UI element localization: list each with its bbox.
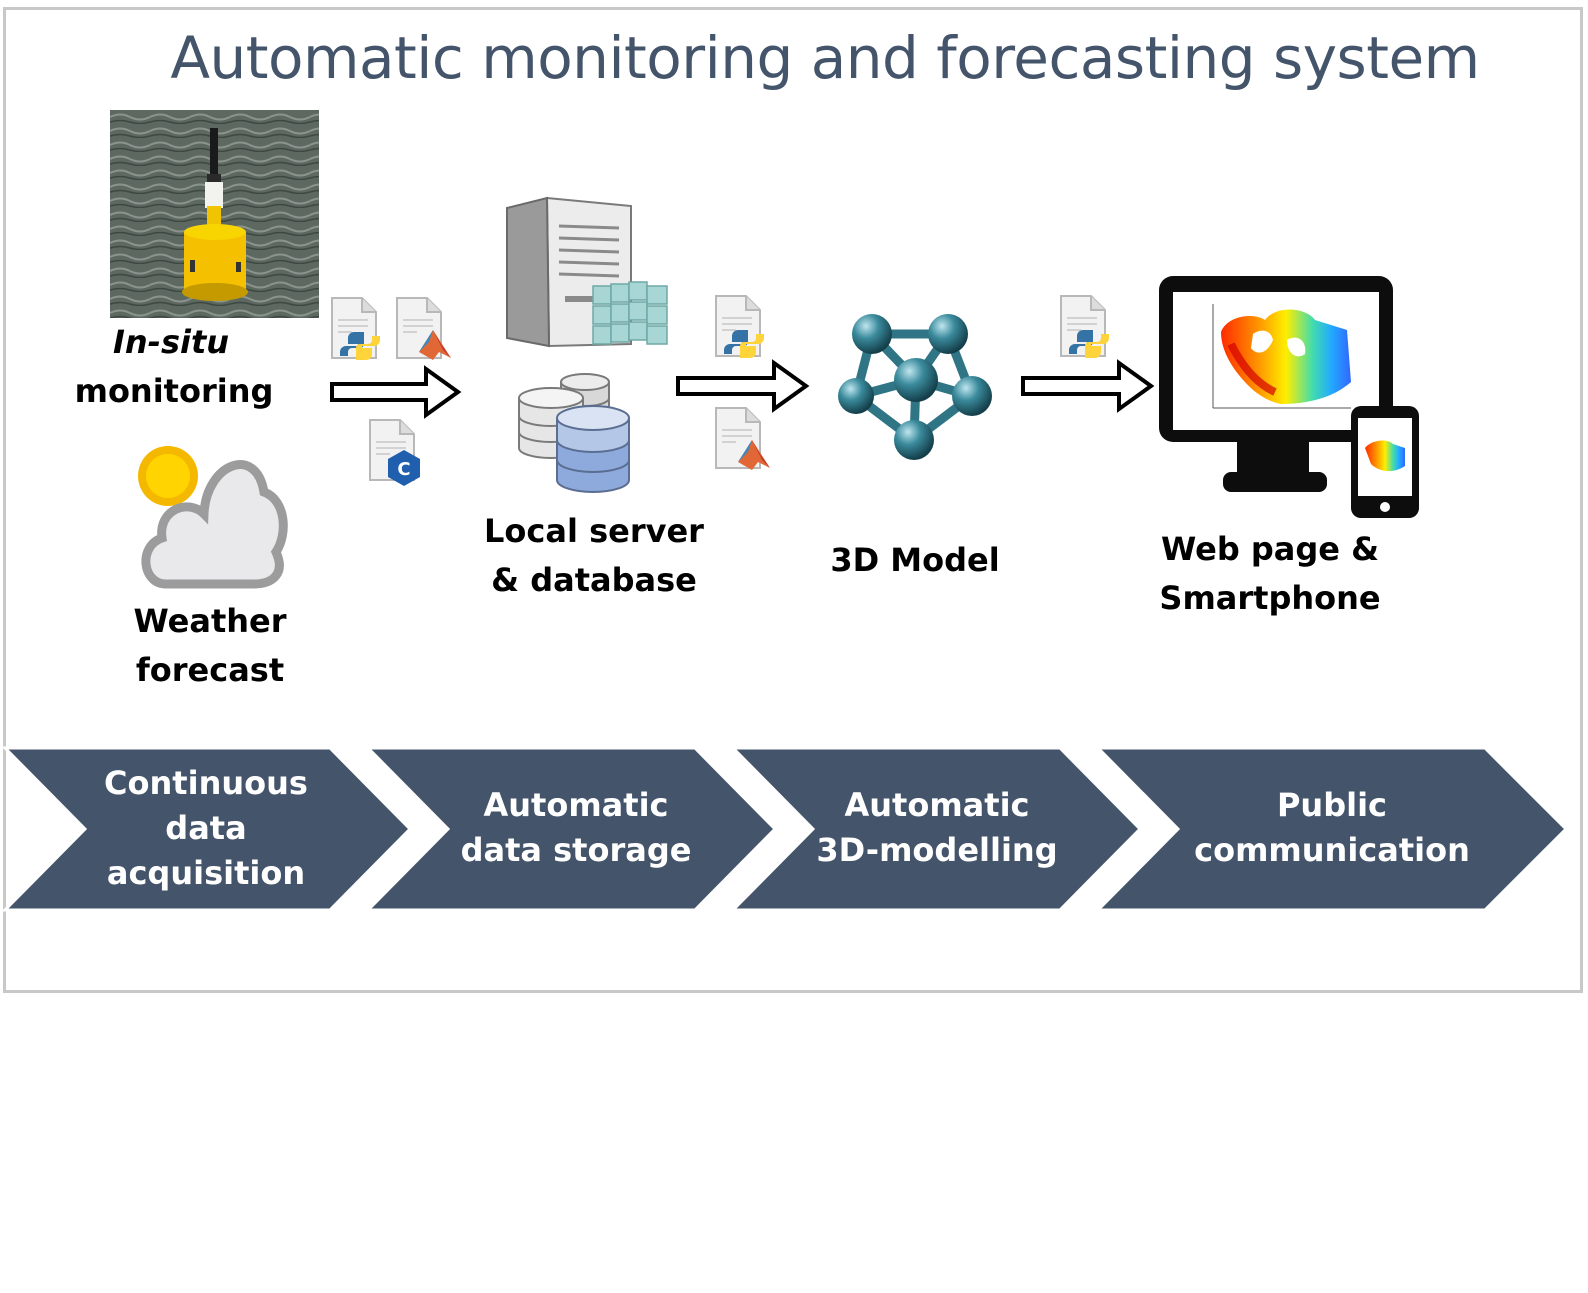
insitu-label: In-situ monitoring — [60, 318, 288, 416]
svg-text:C: C — [397, 459, 410, 480]
monitor-icon — [1159, 276, 1393, 492]
matlab-file-icon — [715, 407, 770, 470]
storage-blocks-icon — [592, 281, 668, 345]
diagram-title: Automatic monitoring and forecasting sys… — [170, 24, 1480, 92]
process-step-modelling: Automatic 3D-modelling — [812, 783, 1062, 873]
weather-cloud-icon — [138, 446, 288, 589]
python-file-icon — [331, 297, 380, 360]
flow-arrow-icon — [330, 365, 462, 419]
flow-arrow-icon — [676, 359, 810, 413]
step-line: data storage — [460, 831, 692, 869]
insitu-line1: In-situ — [112, 323, 230, 361]
web-line2: Smartphone — [1159, 579, 1381, 617]
matlab-file-icon — [396, 297, 451, 360]
cpp-file-icon: C — [369, 419, 420, 486]
process-chevron — [1094, 746, 1569, 912]
process-chevron — [1, 746, 413, 912]
step-line: 3D-modelling — [816, 831, 1058, 869]
weather-label: Weather forecast — [100, 597, 320, 695]
server-line2: & database — [491, 561, 697, 599]
python-file-icon — [715, 295, 764, 358]
step-line: communication — [1194, 831, 1470, 869]
process-step-storage: Automatic data storage — [448, 783, 704, 873]
model-label: 3D Model — [830, 541, 1000, 579]
weather-line1: Weather — [133, 602, 287, 640]
step-line: Automatic — [844, 786, 1030, 824]
step-line: acquisition — [106, 854, 306, 892]
server-line1: Local server — [484, 512, 704, 550]
step-line: Continuous — [104, 764, 308, 802]
weather-line2: forecast — [135, 651, 285, 689]
step-line: Public — [1276, 786, 1388, 824]
process-chevron — [729, 746, 1143, 912]
insitu-line2: monitoring — [74, 372, 274, 410]
web-line1: Web page & — [1160, 530, 1380, 568]
process-step-communication: Public communication — [1180, 783, 1484, 873]
database-icon — [518, 373, 630, 493]
process-chevron-row — [1, 746, 1569, 912]
process-chevron — [364, 746, 778, 912]
flow-arrow-icon — [1021, 359, 1155, 413]
python-file-icon — [1060, 295, 1109, 358]
web-label: Web page & Smartphone — [1145, 525, 1395, 623]
step-line: data — [165, 809, 247, 847]
molecule-model-icon — [838, 314, 992, 460]
buoy-photo — [110, 110, 319, 318]
step-line: Automatic — [483, 786, 669, 824]
process-step-acquisition: Continuous data acquisition — [86, 761, 326, 896]
server-label: Local server & database — [474, 507, 714, 605]
smartphone-icon — [1351, 406, 1419, 518]
